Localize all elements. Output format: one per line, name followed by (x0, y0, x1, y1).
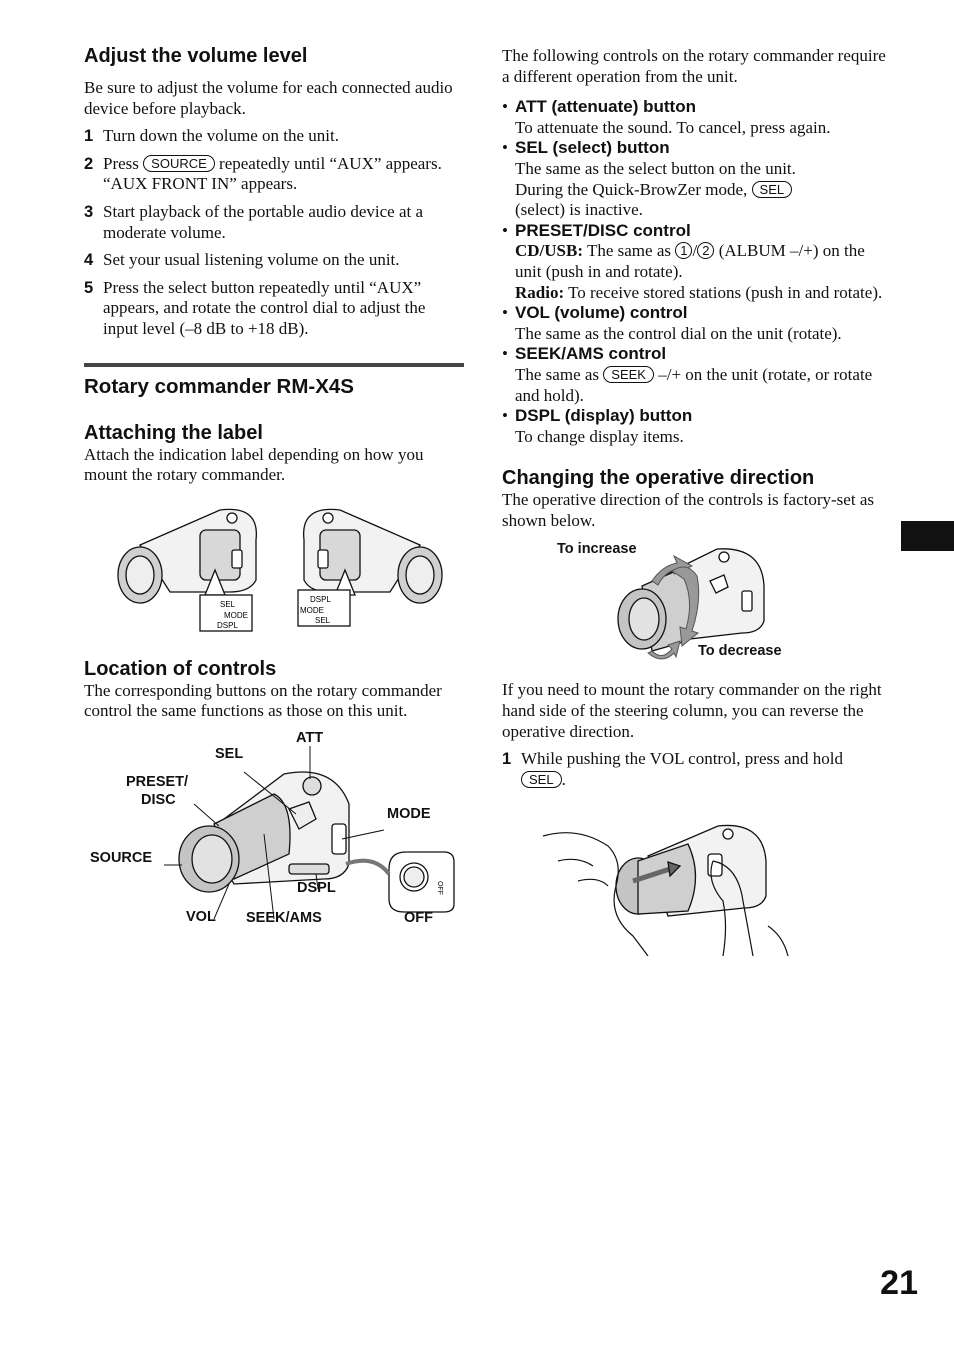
key-slash: / (692, 241, 698, 261)
step-4: 4 Set your usual listening volume on the… (84, 250, 464, 271)
off-small-text: OFF (436, 881, 443, 895)
step-period: . (561, 769, 566, 789)
att-item: • ATT (attenuate) button To attenuate th… (502, 97, 831, 137)
sel-title: SEL (select) button (515, 138, 670, 158)
controls-figure: OFF ATT SEL PRESET/ DISC MODE SOURCE DSP… (84, 730, 464, 944)
sel-body-1: The same as the select button on the uni… (515, 158, 796, 178)
step-1: 1 Turn down the volume on the unit. (84, 126, 464, 147)
preset-radio-text: To receive stored stations (push in and … (568, 282, 883, 302)
attach-text: Attach the indication label depending on… (84, 444, 424, 485)
left-column: Adjust the volume level Be sure to adjus… (84, 44, 464, 944)
sel-key: SEL (751, 180, 793, 198)
vol-label: VOL (186, 908, 216, 925)
section-rule (84, 362, 464, 367)
right-label-mode: MODE (300, 606, 324, 615)
step-number: 1 (502, 750, 512, 769)
sel-key: SEL (521, 770, 562, 788)
adjust-volume-heading: Adjust the volume level (84, 45, 308, 67)
to-increase-label: To increase (557, 541, 637, 558)
step-number: 5 (84, 278, 94, 297)
direction-illustration (617, 548, 765, 660)
reverse-text: If you need to mount the rotary commande… (502, 680, 882, 741)
step-text: Turn down the volume on the unit. (103, 126, 339, 146)
key-2: 2 (697, 242, 715, 260)
rotary-commander-heading: Rotary commander RM-X4S (84, 374, 354, 398)
step-number: 2 (84, 154, 94, 173)
adjust-intro: Be sure to adjust the volume for each co… (84, 78, 453, 118)
direction-step-1: 1 While pushing the VOL control, press a… (502, 749, 887, 790)
dspl-body: To change display items. (515, 426, 684, 446)
preset-label: PRESET/ (126, 773, 189, 790)
sel-label: SEL (215, 745, 244, 762)
right-column: The following controls on the rotary com… (502, 44, 887, 957)
location-text: The corresponding buttons on the rotary … (84, 680, 442, 721)
disc-label: DISC (141, 791, 176, 808)
dspl-title: DSPL (display) button (515, 406, 693, 426)
hand-figure (538, 806, 868, 957)
seek-pre: The same as (515, 364, 600, 384)
direction-text: The operative direction of the controls … (502, 490, 874, 530)
controls-illustration: OFF (164, 745, 455, 920)
sel-body-2: During the Quick-BrowZer mode, (515, 179, 748, 199)
direction-heading: Changing the operative direction (502, 467, 815, 490)
left-label-mode: MODE (224, 611, 248, 620)
cd-usb-label: CD/USB: (515, 241, 584, 261)
radio-label: Radio: (515, 282, 565, 302)
vol-item: • VOL (volume) control The same as the c… (502, 303, 842, 343)
key-1: 1 (675, 242, 693, 260)
label-figure: SEL MODE DSPL DSPL MODE SEL (110, 500, 450, 635)
step-text: Start playback of the portable audio dev… (103, 201, 424, 242)
step-note: “AUX FRONT IN” appears. (103, 174, 298, 194)
sel-item: • SEL (select) button The same as the se… (502, 138, 796, 220)
hand-illustration (542, 825, 789, 957)
off-label: OFF (404, 909, 433, 926)
attaching-label-heading: Attaching the label (84, 421, 263, 444)
att-body: To attenuate the sound. To cancel, press… (515, 117, 831, 137)
att-title: ATT (attenuate) button (515, 97, 696, 117)
step-number: 1 (84, 127, 94, 146)
location-controls-heading: Location of controls (84, 657, 277, 680)
seek-title: SEEK/AMS control (515, 344, 667, 364)
dspl-label: DSPL (297, 879, 336, 896)
step-5: 5 Press the select button repeatedly unt… (84, 278, 464, 340)
right-label-sel: SEL (315, 616, 331, 625)
step-text: Set your usual listening volume on the u… (103, 250, 400, 270)
mode-label: MODE (387, 805, 431, 822)
step-number: 3 (84, 202, 94, 221)
direction-figure: To increase To decrease (502, 541, 887, 673)
source-key: SOURCE (143, 154, 215, 172)
step-text: repeatedly until “AUX” appears. (219, 153, 442, 173)
page-number: 21 (880, 1264, 918, 1302)
seek-key: SEEK (603, 365, 654, 383)
left-label-dspl: DSPL (217, 621, 238, 630)
att-label: ATT (296, 729, 324, 746)
right-label-dspl: DSPL (310, 595, 331, 604)
seek-item: • SEEK/AMS control The same as SEEK –/+ … (502, 344, 887, 406)
seek-post: –/+ on the unit (rotate, or rotate and h… (515, 364, 873, 405)
step-number: 4 (84, 251, 94, 270)
vol-title: VOL (volume) control (515, 303, 688, 323)
source-label: SOURCE (90, 849, 153, 866)
preset-cd-post: (ALBUM –/+) on the unit (push in and rot… (515, 241, 865, 281)
to-decrease-label: To decrease (698, 643, 782, 660)
vol-body: The same as the control dial on the unit… (515, 323, 842, 343)
seek-ams-label: SEEK/AMS (246, 909, 322, 926)
dspl-item: • DSPL (display) button To change displa… (502, 406, 693, 446)
step-text: While pushing the VOL control, press and… (521, 749, 844, 769)
step-2: 2 Press SOURCE repeatedly until “AUX” ap… (84, 154, 464, 195)
preset-item: • PRESET/DISC control CD/USB: The same a… (502, 221, 887, 303)
step-text: Press the select button repeatedly until… (103, 277, 426, 338)
sel-body-3: (select) is inactive. (515, 200, 643, 220)
section-tab (901, 521, 954, 551)
label-illustration: SEL MODE DSPL DSPL MODE SEL (117, 508, 443, 632)
preset-title: PRESET/DISC control (515, 220, 691, 240)
left-label-sel: SEL (220, 600, 236, 609)
step-text: Press (103, 153, 139, 173)
step-3: 3 Start playback of the portable audio d… (84, 202, 464, 243)
preset-cd-pre: The same as (586, 241, 671, 261)
controls-intro: The following controls on the rotary com… (502, 46, 886, 86)
